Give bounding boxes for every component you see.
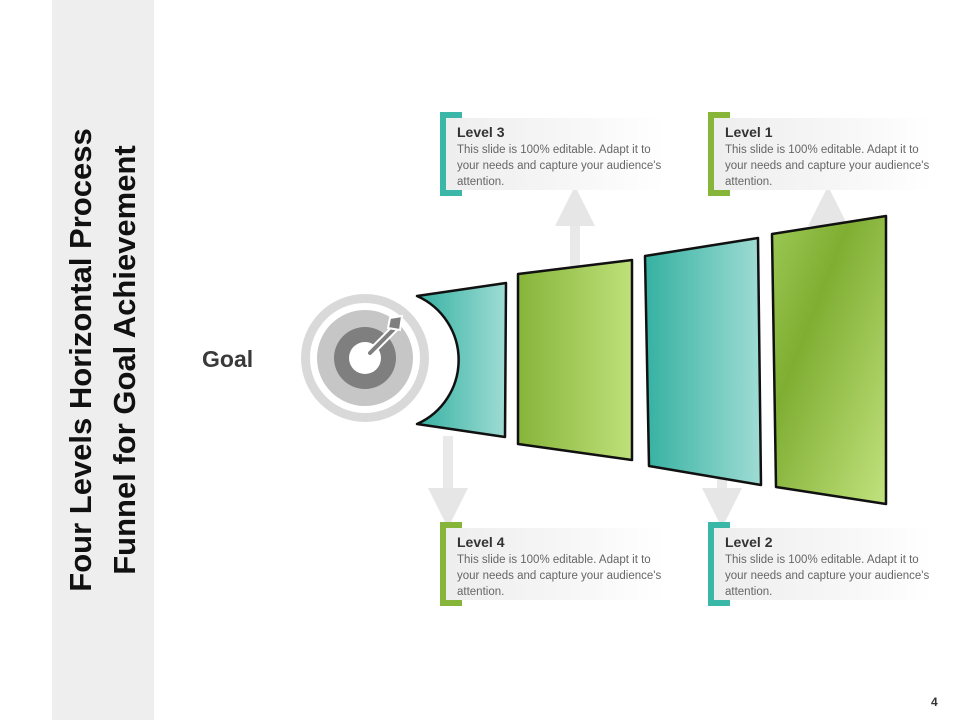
level-3-card-background — [446, 118, 664, 190]
funnel-segment-3 — [643, 236, 763, 487]
page-number: 4 — [931, 695, 938, 709]
level-4-card: Level 4 This slide is 100% editable. Ada… — [440, 522, 664, 606]
funnel-segment-1 — [415, 281, 508, 439]
title-sidebar — [52, 0, 154, 720]
level-3-description: This slide is 100% editable. Adapt it to… — [457, 144, 662, 188]
goal-label: Goal — [202, 346, 254, 372]
level-4-bracket — [440, 522, 462, 606]
level-4-card-background — [446, 528, 664, 600]
level-1-card: Level 1 This slide is 100% editable. Ada… — [708, 112, 932, 196]
level-4-heading: Level 4 — [457, 534, 505, 550]
level-2-description: This slide is 100% editable. Adapt it to… — [725, 554, 930, 598]
level-3-heading: Level 3 — [457, 124, 505, 140]
level-1-card-background — [714, 118, 932, 190]
funnel-segment-2 — [516, 258, 634, 462]
level-4-description: This slide is 100% editable. Adapt it to… — [457, 554, 662, 598]
target-with-arrow-icon — [301, 294, 429, 422]
level-2-card: Level 2 This slide is 100% editable. Ada… — [708, 522, 932, 606]
level-1-description: This slide is 100% editable. Adapt it to… — [725, 144, 930, 188]
level-2-bracket — [708, 522, 730, 606]
level-1-bracket — [708, 112, 730, 196]
level-2-card-background — [714, 528, 932, 600]
funnel-segment-4 — [770, 214, 888, 506]
level-3-bracket — [440, 112, 462, 196]
level-2-heading: Level 2 — [725, 534, 773, 550]
level-3-card: Level 3 This slide is 100% editable. Ada… — [440, 112, 664, 196]
level-1-heading: Level 1 — [725, 124, 773, 140]
